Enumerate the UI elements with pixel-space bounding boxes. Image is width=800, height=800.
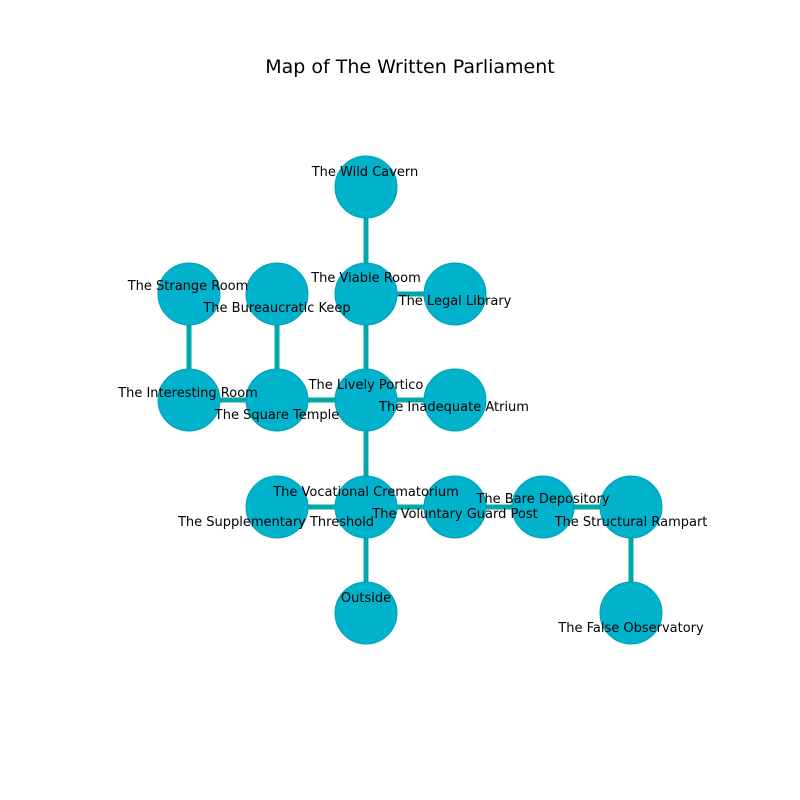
room-label-interesting-room: The Interesting Room <box>117 386 258 401</box>
room-node-wild-cavern <box>334 155 398 219</box>
room-label-strange-room: The Strange Room <box>127 279 249 294</box>
room-label-supplementary-threshold: The Supplementary Threshold <box>177 515 374 530</box>
room-node-bureaucratic-keep <box>245 262 309 326</box>
room-node-square-temple <box>245 368 309 432</box>
map-title: Map of The Written Parliament <box>265 56 555 78</box>
room-node-interesting-room <box>157 368 221 432</box>
room-node-strange-room <box>157 262 221 326</box>
room-label-false-observatory: The False Observatory <box>557 621 704 636</box>
room-node-supplementary-threshold <box>245 475 309 539</box>
room-node-structural-rampart <box>599 475 663 539</box>
room-node-viable-room <box>334 262 398 326</box>
room-label-voluntary-guard-post: The Voluntary Guard Post <box>371 507 537 522</box>
room-node-lively-portico <box>334 368 398 432</box>
room-node-vocational-crematorium <box>334 475 398 539</box>
room-label-inadequate-atrium: The Inadequate Atrium <box>378 400 529 415</box>
room-node-inadequate-atrium <box>423 368 487 432</box>
room-label-vocational-crematorium: The Vocational Crematorium <box>272 485 459 500</box>
room-label-lively-portico: The Lively Portico <box>308 378 424 393</box>
room-label-square-temple: The Square Temple <box>214 408 339 423</box>
room-node-outside <box>334 581 398 645</box>
room-label-structural-rampart: The Structural Rampart <box>554 515 708 530</box>
room-node-bare-depository <box>511 475 575 539</box>
room-label-bare-depository: The Bare Depository <box>475 492 609 507</box>
room-label-bureaucratic-keep: The Bureaucratic Keep <box>202 301 350 316</box>
room-label-wild-cavern: The Wild Cavern <box>311 165 419 180</box>
room-node-legal-library <box>423 262 487 326</box>
room-label-legal-library: The Legal Library <box>398 294 512 309</box>
room-label-outside: Outside <box>341 591 391 606</box>
room-label-viable-room: The Viable Room <box>310 271 421 286</box>
room-node-false-observatory <box>599 581 663 645</box>
rooms-layer <box>157 155 663 645</box>
room-node-voluntary-guard-post <box>423 475 487 539</box>
